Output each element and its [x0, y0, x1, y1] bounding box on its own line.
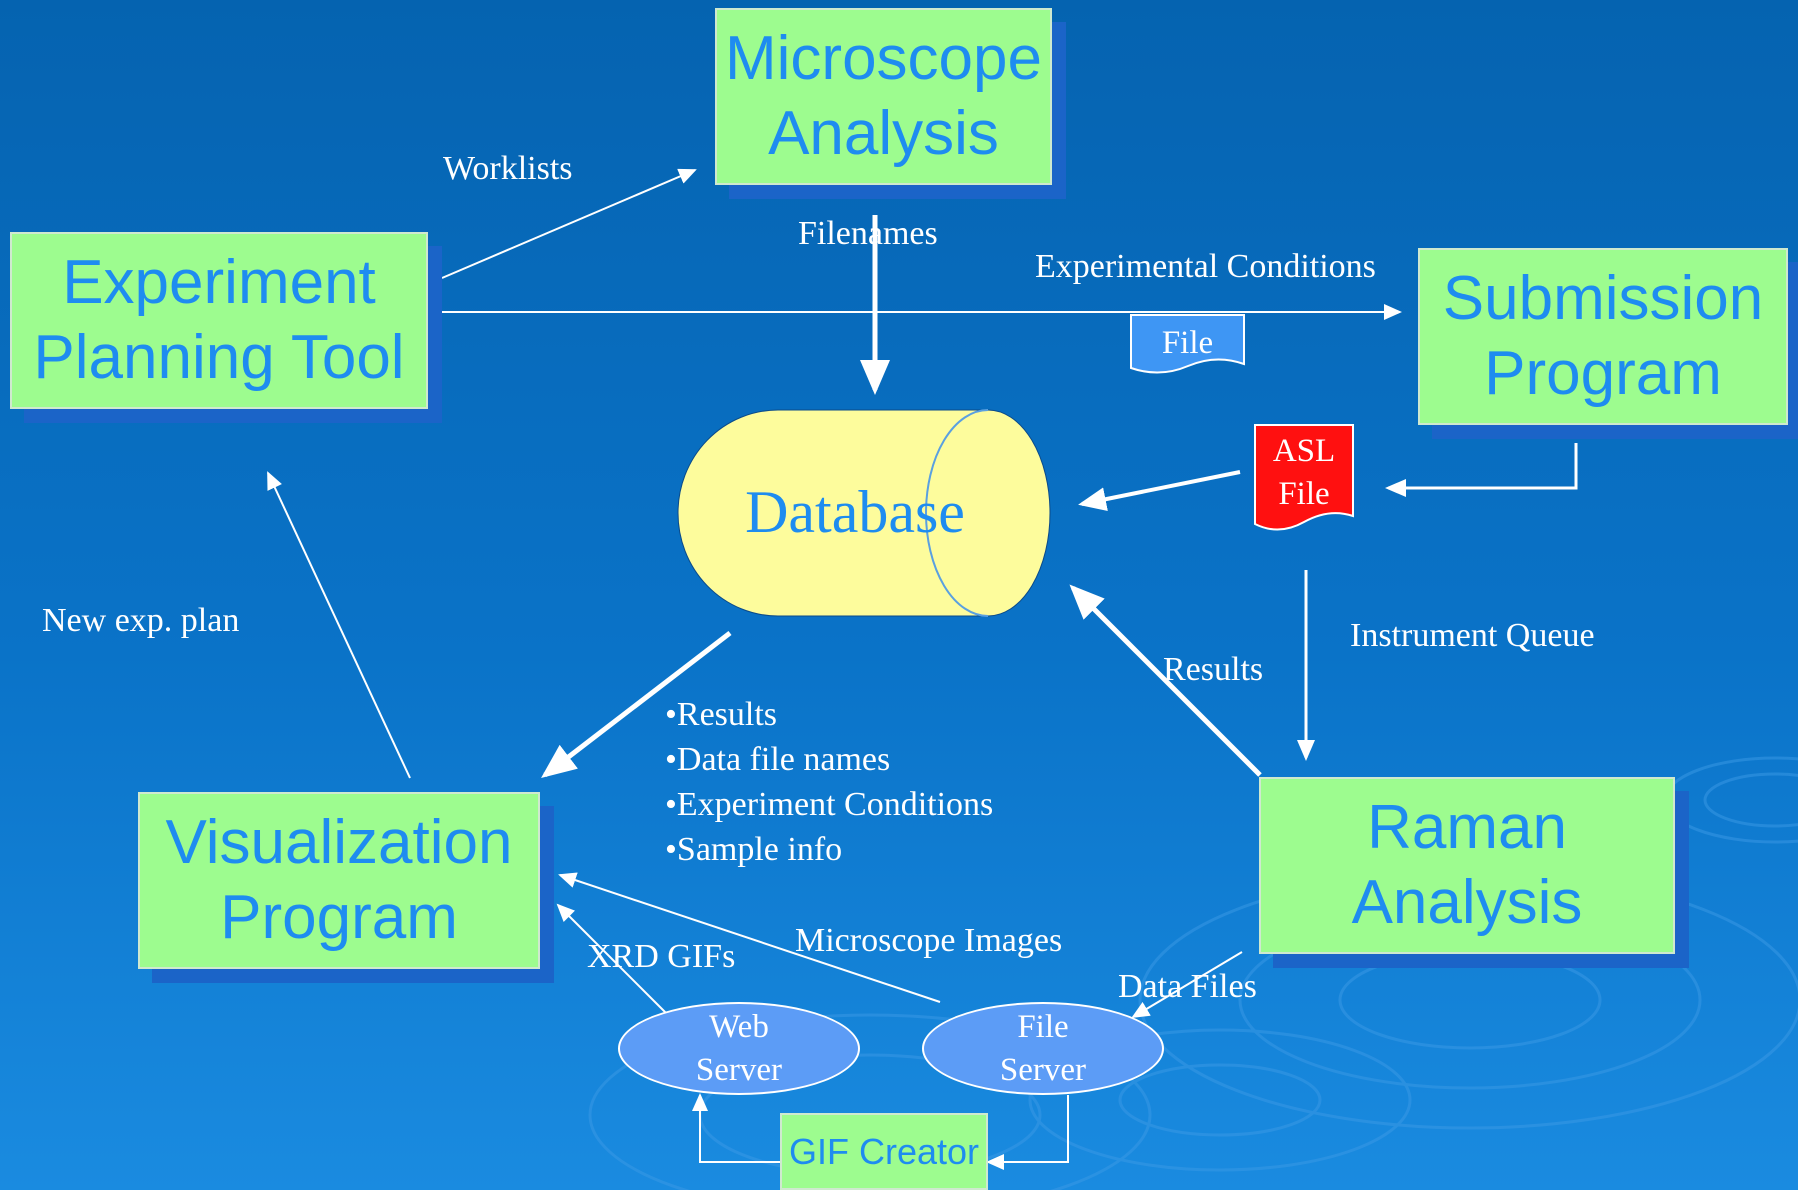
microscope-analysis-line-1: Microscope: [725, 24, 1042, 94]
web-server-line-1: Web: [709, 1008, 769, 1045]
experiment-planning-tool-line-1: Experiment: [62, 248, 376, 318]
label-worklists: Worklists: [443, 150, 573, 187]
asl-file-line-1: ASL: [1272, 433, 1336, 469]
database-cylinder: [677, 409, 1051, 617]
gif-creator-label: GIF Creator: [788, 1130, 980, 1172]
file-document-label: File: [1161, 325, 1214, 361]
file-server-ellipse: File Server: [922, 1002, 1164, 1095]
raman-analysis-line-1: Raman: [1367, 793, 1567, 863]
submission-program-box: Submission Program: [1418, 248, 1788, 425]
label-filenames: Filenames: [798, 215, 938, 252]
asl-file-icon: [1254, 424, 1354, 531]
web-server-line-2: Server: [695, 1051, 783, 1088]
web-server-ellipse: Web Server: [618, 1002, 860, 1095]
visualization-program-line-2: Program: [220, 882, 458, 952]
list-item: Experiment Conditions: [665, 782, 993, 827]
arrow-data-files: [1131, 951, 1243, 1019]
arrow-microscope-images: [558, 872, 941, 1003]
arrow-file-server-to-gif: [986, 1095, 1069, 1170]
arrow-raman-results: [1069, 584, 1262, 777]
arrow-worklists: [441, 168, 697, 279]
visualization-program-box: Visualization Program: [138, 792, 540, 969]
label-results: Results: [1163, 651, 1264, 688]
microscope-analysis-line-2: Analysis: [768, 98, 999, 168]
database-label: Database: [745, 479, 965, 545]
file-document-icon: [1130, 314, 1245, 374]
asl-file-document: ASL File: [1254, 424, 1354, 538]
arrow-new-exp-plan: [267, 471, 411, 779]
submission-program-line-1: Submission: [1442, 264, 1764, 334]
experiment-planning-tool-box: Experiment Planning Tool: [10, 232, 428, 409]
list-item: Data file names: [665, 737, 993, 782]
raman-analysis-line-2: Analysis: [1351, 867, 1583, 937]
list-item: Sample info: [665, 827, 993, 872]
label-experimental-conditions: Experimental Conditions: [1035, 248, 1376, 285]
arrow-asl-to-database: [1078, 470, 1241, 511]
gif-creator-box: GIF Creator: [780, 1113, 988, 1190]
asl-file-line-2: File: [1278, 475, 1330, 512]
file-document: File: [1130, 314, 1245, 378]
label-xrd-gifs: XRD GIFs: [587, 938, 736, 975]
visualization-program-line-1: Visualization: [165, 808, 513, 878]
experiment-planning-tool-line-2: Planning Tool: [33, 322, 405, 392]
microscope-analysis-box: Microscope Analysis: [715, 8, 1052, 185]
submission-program-line-2: Program: [1484, 338, 1722, 408]
file-server-line-2: Server: [999, 1051, 1087, 1088]
arrow-gif-to-web-server: [692, 1093, 780, 1163]
label-microscope-images: Microscope Images: [795, 922, 1063, 959]
list-item: Results: [665, 692, 993, 737]
arrow-submission-to-asl: [1385, 443, 1578, 497]
label-instrument-queue: Instrument Queue: [1350, 617, 1595, 654]
label-data-files: Data Files: [1118, 968, 1257, 1005]
file-server-line-1: File: [1017, 1008, 1069, 1045]
label-new-exp-plan: New exp. plan: [42, 602, 240, 639]
arrow-xrd-gifs: [556, 903, 669, 1016]
raman-analysis-box: Raman Analysis: [1259, 777, 1675, 954]
database-output-list: Results Data file names Experiment Condi…: [665, 692, 993, 872]
arrow-database-to-visualization: [541, 631, 732, 779]
